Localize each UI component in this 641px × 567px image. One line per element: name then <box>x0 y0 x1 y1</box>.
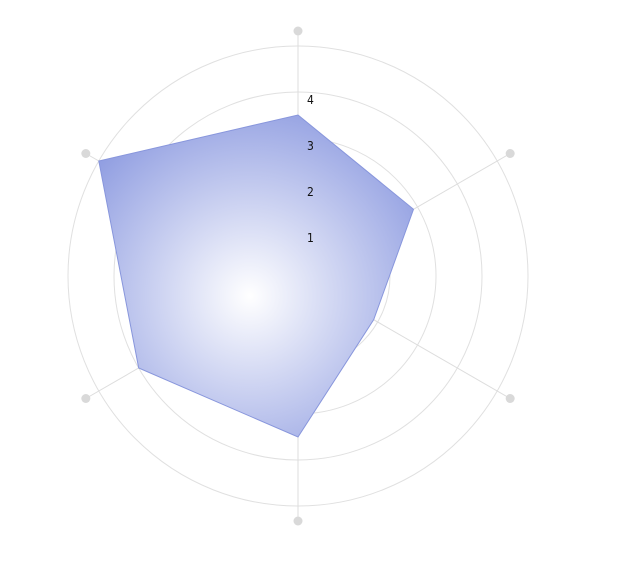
radar-tick-labels: 1 2 3 4 <box>307 93 314 245</box>
axis-end-dot-4 <box>293 516 303 526</box>
radar-series-area <box>98 114 415 438</box>
tick-label-2: 2 <box>307 185 314 199</box>
axis-end-dot-1 <box>293 26 303 36</box>
axis-end-dot-3 <box>505 394 515 403</box>
axis-end-dot-2 <box>505 149 515 158</box>
axis-end-dot-6 <box>81 149 91 158</box>
axis-end-dot-5 <box>81 394 91 403</box>
tick-label-4: 4 <box>307 93 314 107</box>
radar-axis-end-dots <box>81 26 515 526</box>
tick-label-3: 3 <box>307 139 314 153</box>
tick-label-1: 1 <box>307 231 314 245</box>
